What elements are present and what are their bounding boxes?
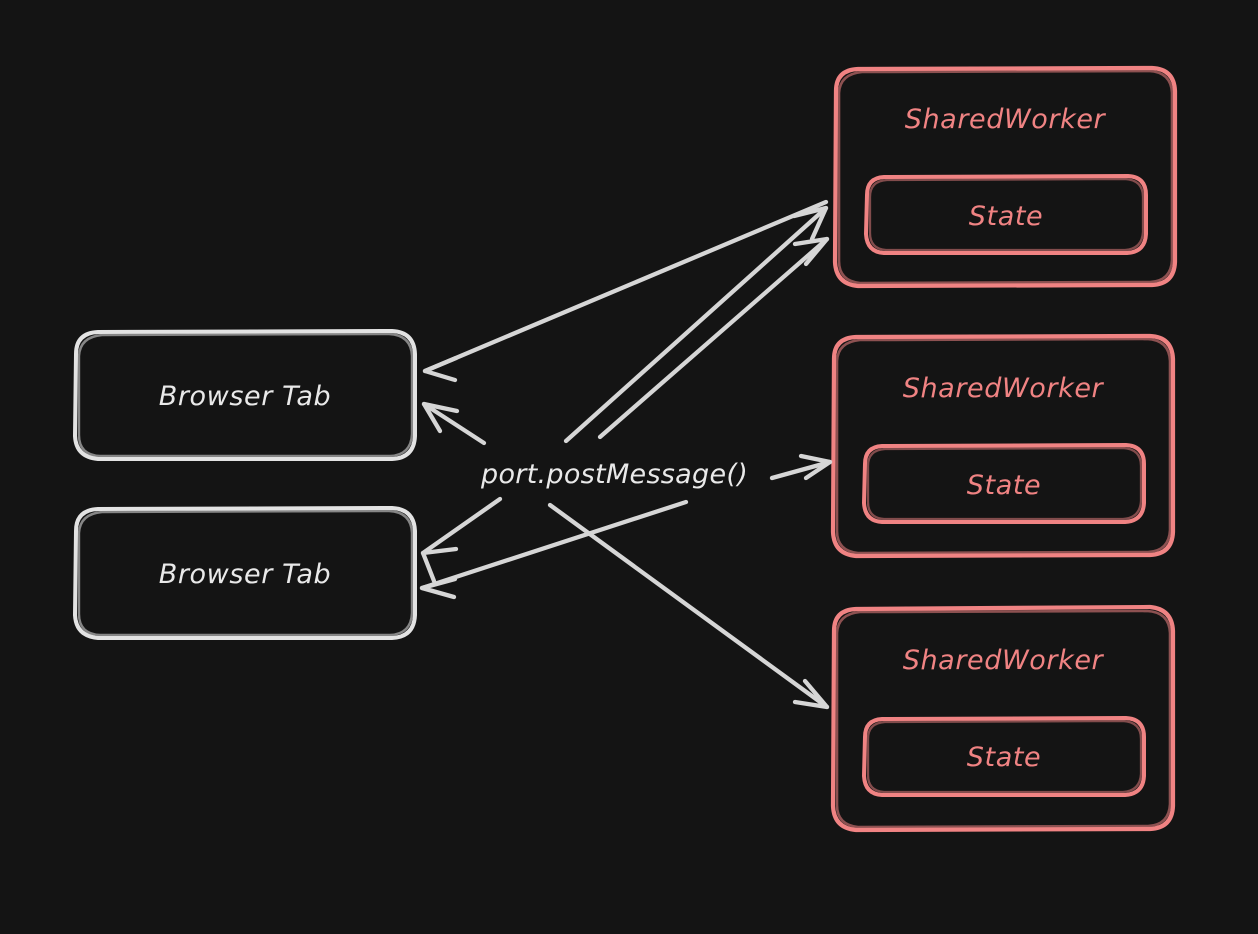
worker-1-state-box[interactable] xyxy=(864,174,1148,255)
port-post-message-label: port.postMessage() xyxy=(481,459,749,490)
arrow-hub-to-tab2[interactable] xyxy=(420,496,503,584)
arrow-hub-to-worker3[interactable] xyxy=(547,502,830,710)
worker-2-state-box[interactable] xyxy=(862,443,1146,524)
worker-2-box[interactable] xyxy=(830,333,1176,559)
arrow-hub-to-worker2[interactable] xyxy=(769,453,833,481)
browser-tab-2-box[interactable] xyxy=(73,506,417,640)
arrow-worker3-to-tab2[interactable] xyxy=(419,499,689,600)
browser-tab-1-box[interactable] xyxy=(73,329,417,461)
arrow-worker1-to-tab1[interactable] xyxy=(422,199,829,383)
arrow-hub-to-worker1[interactable] xyxy=(563,205,829,444)
worker-3-state-box[interactable] xyxy=(862,716,1146,797)
worker-3-box[interactable] xyxy=(830,604,1176,833)
arrow-hub-to-worker1-secondary[interactable] xyxy=(597,236,830,440)
worker-1-box[interactable] xyxy=(832,65,1178,289)
arrow-hub-to-tab1[interactable] xyxy=(421,401,487,446)
